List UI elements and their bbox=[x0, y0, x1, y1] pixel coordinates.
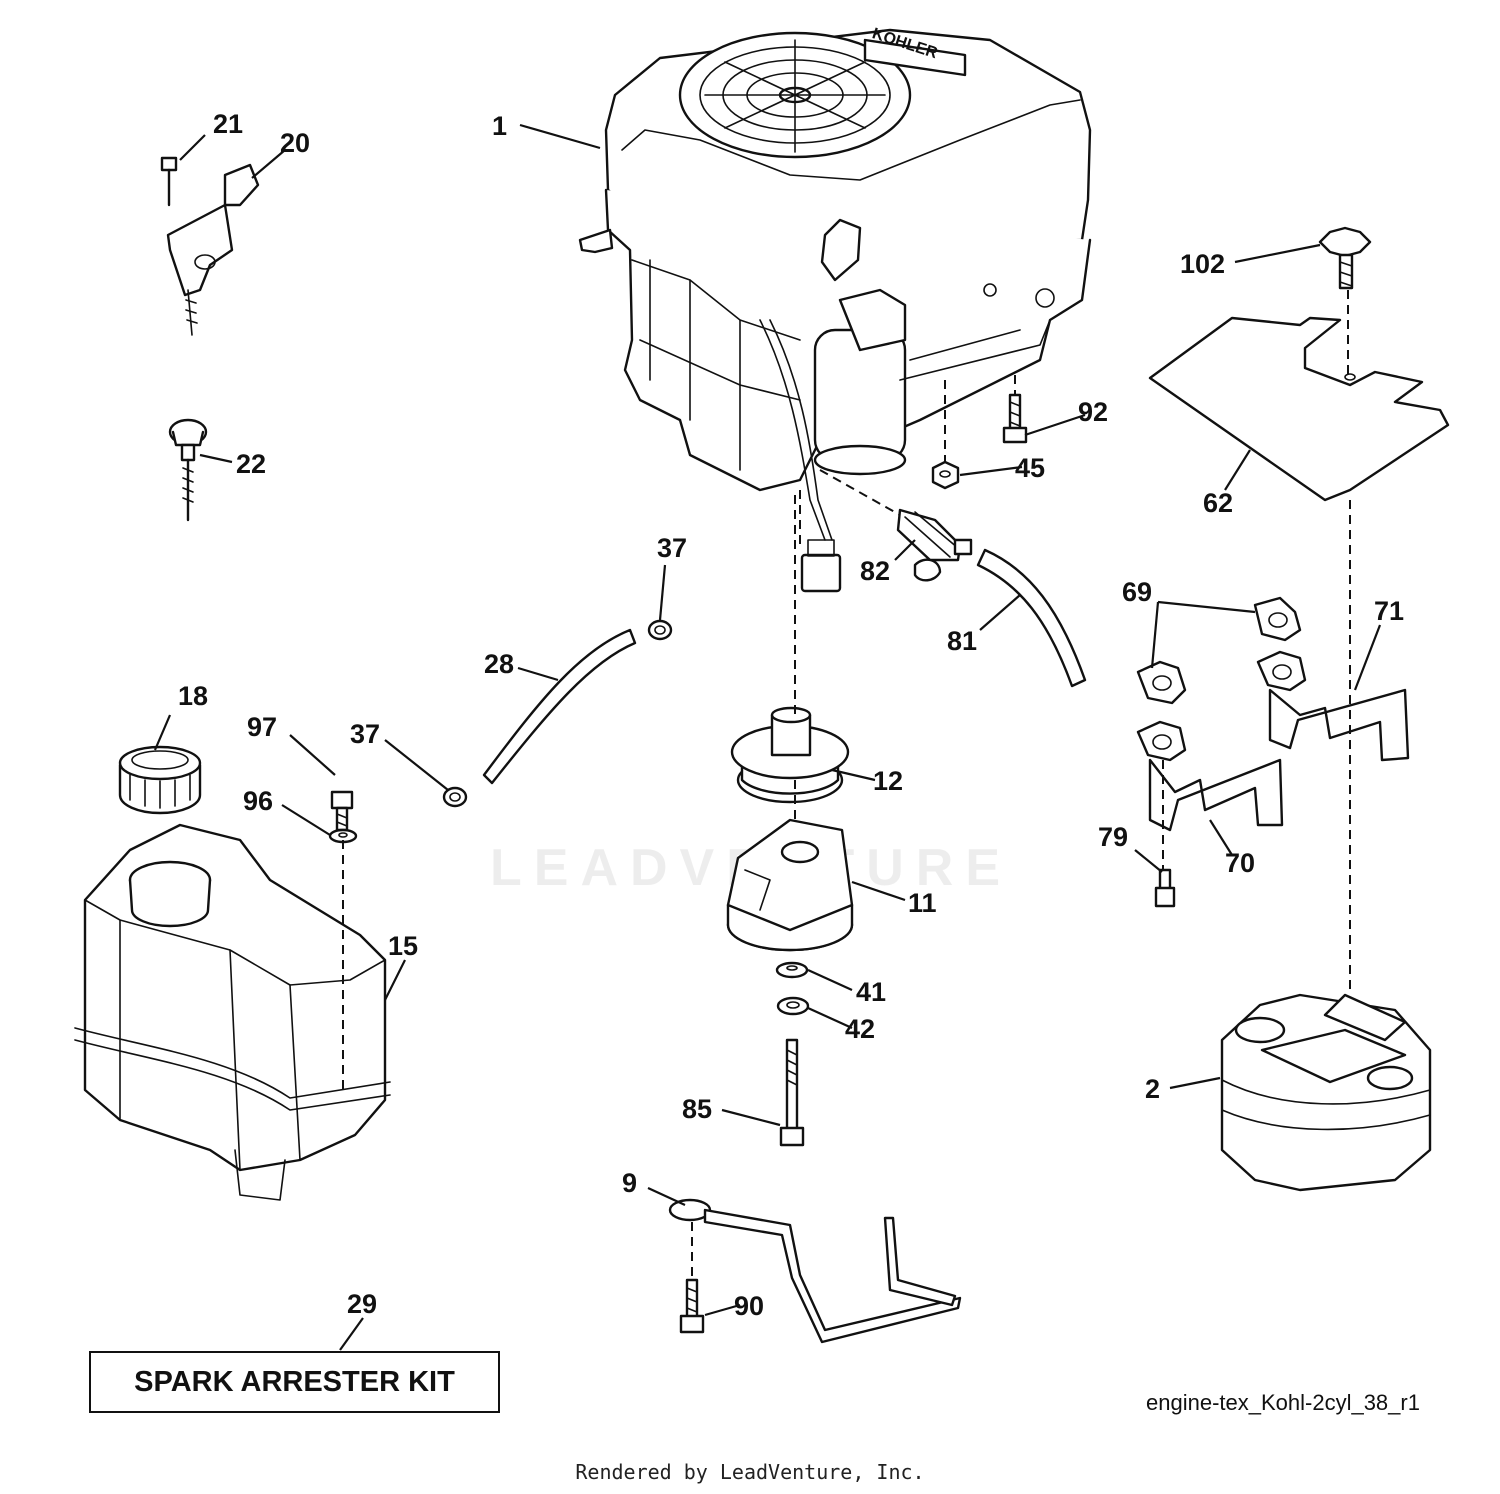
fuel-line-part-28[interactable] bbox=[482, 628, 637, 785]
callout-90: 90 bbox=[734, 1291, 764, 1321]
callout-1: 1 bbox=[492, 111, 507, 141]
callout-20: 20 bbox=[280, 128, 310, 158]
callout-85: 85 bbox=[682, 1094, 712, 1124]
gasket-part-69-lower[interactable] bbox=[1136, 660, 1187, 705]
callout-18: 18 bbox=[178, 681, 208, 711]
bolt-part-85[interactable] bbox=[779, 1038, 805, 1147]
bolt-part-92[interactable] bbox=[1002, 393, 1028, 444]
callout-41: 41 bbox=[856, 977, 886, 1007]
callout-11: 11 bbox=[908, 888, 937, 918]
oil-drain-valve-part-82[interactable] bbox=[896, 508, 973, 582]
kit-label: SPARK ARRESTER KIT bbox=[134, 1365, 455, 1398]
callout-79: 79 bbox=[1098, 822, 1128, 852]
callout-102: 102 bbox=[1180, 249, 1225, 279]
fuel-tank-part-15[interactable] bbox=[74, 823, 391, 1201]
callout-9: 9 bbox=[622, 1168, 637, 1198]
bolt-part-90[interactable] bbox=[679, 1278, 705, 1334]
callout-15: 15 bbox=[388, 931, 418, 961]
gasket-part-69-upper[interactable] bbox=[1253, 596, 1302, 642]
bolt-part-97[interactable] bbox=[330, 790, 354, 832]
callout-70: 70 bbox=[1225, 848, 1255, 878]
hose-clamp-part-37-upper[interactable] bbox=[647, 619, 673, 641]
muffler-part-2[interactable] bbox=[1220, 993, 1432, 1192]
exhaust-pipe-part-70[interactable] bbox=[1136, 720, 1284, 832]
callout-21: 21 bbox=[213, 109, 243, 139]
exhaust-pipe-part-71[interactable] bbox=[1256, 650, 1410, 762]
knob-part-22[interactable] bbox=[168, 418, 208, 522]
nut-part-45[interactable] bbox=[931, 460, 960, 490]
drain-hose-part-81[interactable] bbox=[976, 548, 1087, 688]
render-credit: Rendered by LeadVenture, Inc. bbox=[575, 1460, 925, 1484]
leader-lines bbox=[153, 123, 1382, 1351]
callout-82: 82 bbox=[860, 556, 890, 586]
callout-96: 96 bbox=[243, 786, 273, 816]
callout-numbers: 1 2 9 11 12 15 18 20 21 22 28 29 37 37 4… bbox=[178, 109, 1404, 1321]
callout-37-lower: 37 bbox=[350, 719, 380, 749]
electric-clutch-part-11[interactable] bbox=[726, 818, 854, 952]
callout-22: 22 bbox=[236, 449, 266, 479]
callout-37-upper: 37 bbox=[657, 533, 687, 563]
screw-part-21[interactable] bbox=[160, 156, 178, 207]
callout-29: 29 bbox=[347, 1289, 377, 1319]
bracket-part-9[interactable] bbox=[668, 1198, 962, 1344]
screw-part-79[interactable] bbox=[1154, 868, 1176, 908]
pulley-part-12[interactable] bbox=[730, 706, 850, 804]
callout-45: 45 bbox=[1015, 453, 1045, 483]
alignment-lines bbox=[342, 290, 1351, 1280]
hose-clamp-part-37-lower[interactable] bbox=[442, 786, 468, 808]
callout-71: 71 bbox=[1374, 596, 1404, 626]
callout-42: 42 bbox=[845, 1014, 875, 1044]
callout-69: 69 bbox=[1122, 577, 1152, 607]
washer-part-41[interactable] bbox=[775, 961, 809, 979]
washer-part-42[interactable] bbox=[776, 996, 810, 1016]
heat-shield-part-62[interactable] bbox=[1148, 316, 1450, 502]
callout-62: 62 bbox=[1203, 488, 1233, 518]
wire-connector bbox=[800, 539, 842, 593]
callout-92: 92 bbox=[1078, 397, 1108, 427]
screw-part-102[interactable] bbox=[1318, 226, 1372, 290]
callout-28: 28 bbox=[484, 649, 514, 679]
engine-part-1[interactable] bbox=[578, 28, 1092, 541]
callout-2: 2 bbox=[1145, 1074, 1160, 1104]
fuel-cap-part-18[interactable] bbox=[118, 745, 202, 815]
callout-12: 12 bbox=[873, 766, 903, 796]
callout-97: 97 bbox=[247, 712, 277, 742]
throttle-control-part-20[interactable] bbox=[166, 163, 260, 336]
spark-arrester-kit-box[interactable]: SPARK ARRESTER KIT bbox=[89, 1351, 500, 1413]
callout-81: 81 bbox=[947, 626, 977, 656]
drawing-id: engine-tex_Kohl-2cyl_38_r1 bbox=[1146, 1390, 1420, 1415]
